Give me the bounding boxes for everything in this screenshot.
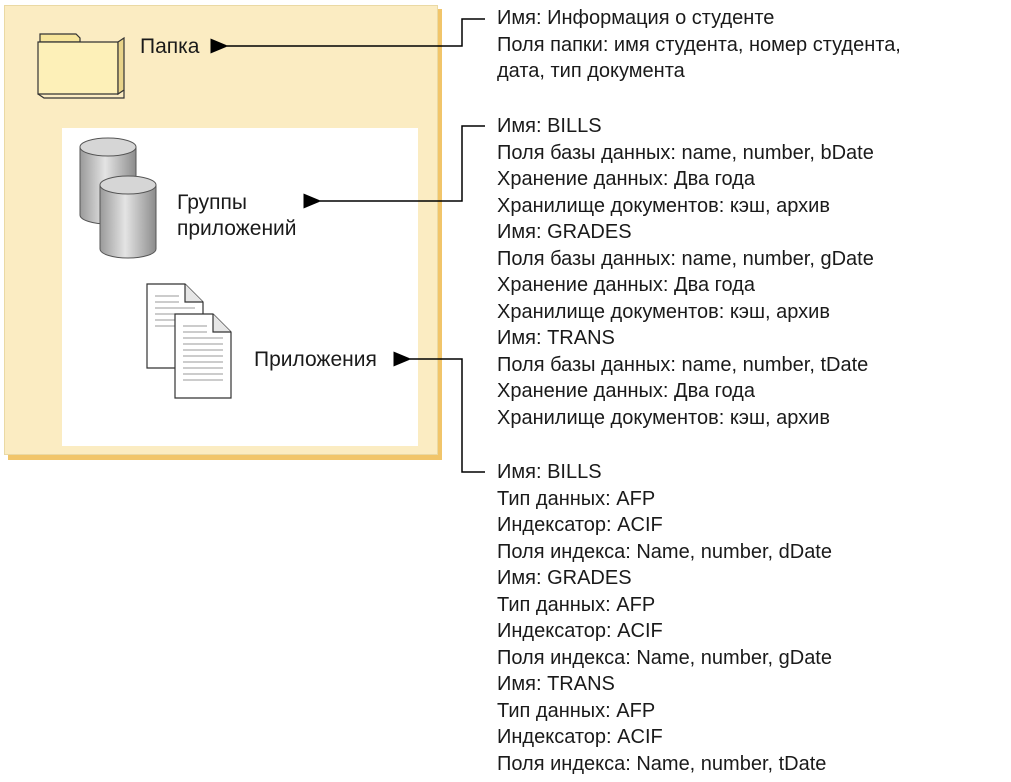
application-info-line: Тип данных: AFP	[497, 487, 656, 510]
application-info-line: Индексатор: ACIF	[497, 620, 663, 642]
folder-info-line: дата, тип документа	[497, 60, 685, 82]
folder-connector	[210, 18, 485, 54]
app-group-info-line: Хранилище документов: кэш, архив	[497, 406, 830, 429]
app-group-info-line: Поля базы данных: name, number, bDate	[497, 141, 874, 164]
applications-label: Приложения	[254, 348, 377, 371]
panel-shadow	[438, 9, 442, 459]
application-info: Имя: BILLS Тип данных: AFP Индексатор: A…	[497, 459, 832, 777]
application-info-line: Поля индекса: Name, number, dDate	[497, 540, 832, 563]
app-group-info-line: Хранение данных: Два года	[497, 168, 755, 190]
application-info-line: Имя: TRANS	[497, 673, 615, 695]
application-info-line: Имя: GRADES	[497, 567, 632, 589]
app-group-info-line: Имя: GRADES	[497, 221, 632, 243]
application-info-line: Тип данных: AFP	[497, 699, 656, 722]
app-group-info-line: Хранение данных: Два года	[497, 274, 755, 296]
application-info-line: Имя: BILLS	[497, 461, 602, 483]
app-group-info: Имя: BILLS Поля базы данных: name, numbe…	[497, 113, 874, 431]
app-group-label-1: Группы	[177, 191, 247, 214]
application-info-line: Поля индекса: Name, number, gDate	[497, 646, 832, 669]
folder-info-line: Имя: Информация о студенте	[497, 7, 775, 29]
app-group-info-line: Имя: BILLS	[497, 115, 602, 137]
application-info-line: Тип данных: AFP	[497, 593, 656, 616]
app-group-info-line: Поля базы данных: name, number, tDate	[497, 353, 869, 376]
folder-info-line: Поля папки: имя студента, номер студента…	[497, 33, 901, 56]
document-icon	[146, 283, 232, 399]
app-group-info-line: Хранилище документов: кэш, архив	[497, 194, 830, 217]
app-group-connector	[303, 125, 485, 209]
panel-shadow-bottom	[8, 455, 442, 460]
database-icon	[79, 137, 157, 259]
app-group-info-line: Хранение данных: Два года	[497, 380, 755, 402]
folder-info: Имя: Информация о студенте Поля папки: и…	[497, 5, 901, 85]
app-group-info-line: Хранилище документов: кэш, архив	[497, 300, 830, 323]
app-group-info-line: Поля базы данных: name, number, gDate	[497, 247, 874, 270]
folder-label: Папка	[140, 35, 200, 58]
app-group-label-2: приложений	[177, 217, 297, 240]
app-group-info-line: Имя: TRANS	[497, 327, 615, 349]
applications-connector	[393, 351, 485, 473]
application-info-line: Индексатор: ACIF	[497, 726, 663, 748]
application-info-line: Поля индекса: Name, number, tDate	[497, 752, 827, 775]
application-info-line: Индексатор: ACIF	[497, 514, 663, 536]
folder-icon	[37, 33, 125, 99]
